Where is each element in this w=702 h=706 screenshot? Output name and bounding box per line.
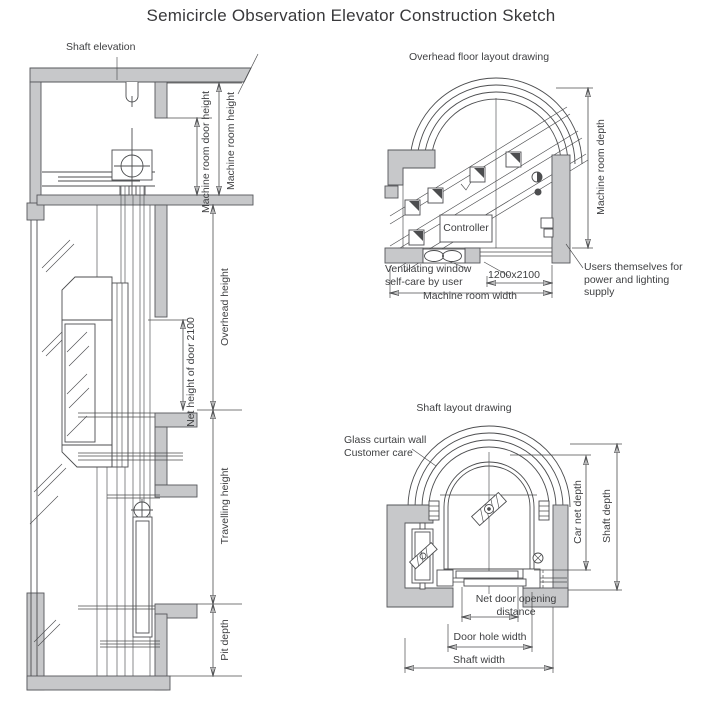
dim-pit-depth: Pit depth (218, 619, 231, 661)
dim-machine-room-door-height: Machine room door height (199, 91, 212, 213)
vent-window-note: Ventilating window self-care by user (385, 263, 472, 288)
overhead-plan-drawing (384, 77, 593, 298)
dim-shaft-width: Shaft width (453, 654, 505, 666)
elevation-drawing (26, 53, 259, 691)
overhead-plan-title: Overhead floor layout drawing (408, 51, 550, 63)
door-swing-symbols (404, 151, 522, 246)
dim-car-net-depth: Car net depth (571, 480, 584, 544)
door-size-label: 1200x2100 (488, 269, 540, 281)
dim-machine-room-height: Machine room height (224, 91, 237, 191)
shaft-plan-title: Shaft layout drawing (416, 402, 512, 414)
shaft-elevation-label: Shaft elevation (66, 41, 136, 53)
page-title: Semicircle Observation Elevator Construc… (146, 6, 556, 25)
dim-door-hole-width: Door hole width (453, 631, 527, 643)
dim-net-door-opening: Net door opening distance (475, 593, 557, 618)
dim-overhead-height: Overhead height (218, 268, 231, 346)
power-supply-note: Users themselves for power and lighting … (584, 261, 683, 298)
dim-shaft-depth: Shaft depth (600, 489, 613, 543)
dim-travelling-height: Travelling height (218, 467, 231, 545)
shaft-plan-drawing (386, 425, 622, 673)
dim-net-door-height: Net height of door 2100 (184, 317, 197, 427)
dim-machine-room-depth: Machine room depth (594, 119, 607, 215)
controller-label: Controller (443, 222, 489, 234)
glass-curtain-note: Glass curtain wall Customer care (344, 434, 427, 459)
dim-machine-room-width: Machine room width (423, 290, 517, 302)
